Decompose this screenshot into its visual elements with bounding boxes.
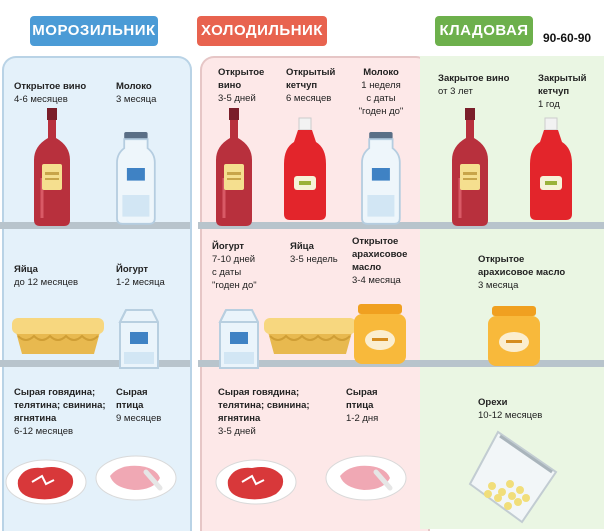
pantry-ketchup-bottle-icon bbox=[529, 117, 573, 221]
freezer-milk-bottle-icon bbox=[116, 131, 156, 225]
pantry-peanut-jar-icon bbox=[488, 306, 540, 366]
freezer-meat-label: Сырая говядина;телятина; свинина;ягнятин… bbox=[14, 387, 106, 437]
fridge-shelf-1 bbox=[198, 222, 428, 229]
fridge-yogurt-carton-icon bbox=[219, 309, 259, 369]
fridge-wine-bottle-icon bbox=[214, 106, 254, 228]
fridge-milk-bottle-icon bbox=[361, 131, 401, 225]
brand-tag: 90-60-90 bbox=[543, 31, 592, 45]
pantry-header: КЛАДОВАЯ bbox=[435, 16, 533, 46]
pantry-nuts-bag-icon bbox=[468, 430, 558, 524]
freezer-panel bbox=[2, 56, 192, 531]
freezer-shelf-1 bbox=[0, 222, 190, 229]
fridge-steak-icon bbox=[215, 459, 297, 505]
fridge-peanut-jar-icon bbox=[354, 304, 406, 364]
freezer-steak-icon bbox=[5, 459, 87, 505]
freezer-egg-carton-icon bbox=[11, 317, 105, 355]
freezer-chicken-icon bbox=[96, 456, 180, 502]
fridge-ketchup-bottle-icon bbox=[283, 117, 327, 221]
freezer-header: МОРОЗИЛЬНИК bbox=[30, 16, 158, 46]
fridge-egg-carton-icon bbox=[263, 317, 357, 355]
pantry-wine-bottle-icon bbox=[450, 106, 490, 228]
freezer-shelf-2 bbox=[0, 360, 190, 367]
fridge-chicken-icon bbox=[326, 456, 410, 502]
fridge-meat-label: Сырая говядина;телятина; свинина;ягнятин… bbox=[218, 387, 310, 437]
pantry-shelf-1 bbox=[420, 222, 604, 229]
freezer-wine-bottle-icon bbox=[32, 106, 72, 228]
fridge-shelf-2 bbox=[198, 360, 428, 367]
freezer-yogurt-carton-icon bbox=[119, 309, 159, 369]
fridge-header: ХОЛОДИЛЬНИК bbox=[197, 16, 327, 46]
